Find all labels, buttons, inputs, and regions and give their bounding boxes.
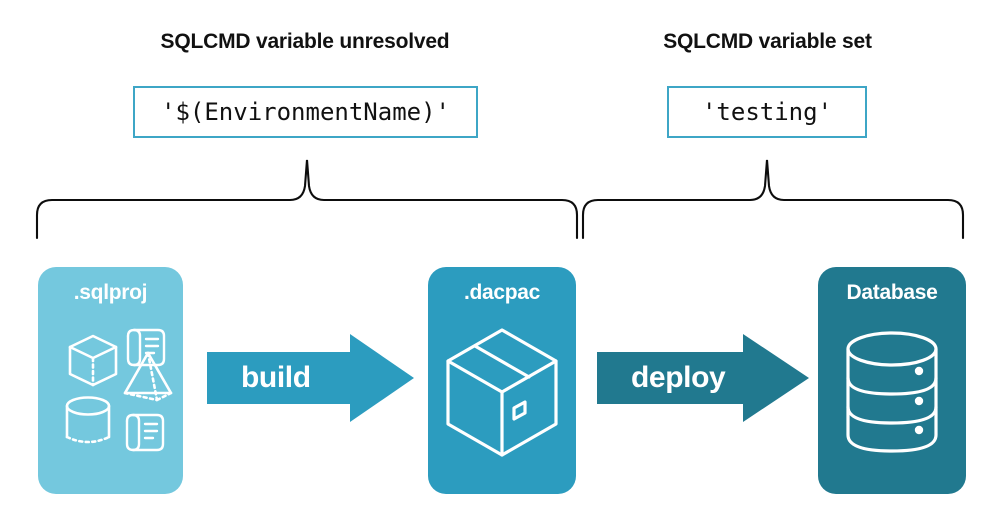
value-box-environment-name: '$(EnvironmentName)' bbox=[133, 86, 478, 138]
curly-brace-left-icon bbox=[35, 159, 579, 240]
package-box-icon bbox=[446, 328, 558, 457]
project-artifacts-icon bbox=[65, 328, 173, 452]
stage-label-sqlproj: .sqlproj bbox=[73, 281, 148, 304]
stage-label-database: Database bbox=[846, 281, 938, 304]
arrow-build: build bbox=[207, 334, 414, 422]
stage-box-sqlproj[interactable]: .sqlproj bbox=[38, 267, 183, 494]
stage-label-dacpac: .dacpac bbox=[463, 281, 541, 304]
stage-box-database[interactable]: Database bbox=[818, 267, 966, 494]
value-box-testing: 'testing' bbox=[667, 86, 867, 138]
group-title-sqlcmd-unresolved: SQLCMD variable unresolved bbox=[160, 30, 450, 53]
arrow-deploy-icon bbox=[597, 334, 809, 422]
curly-brace-right-icon bbox=[581, 159, 965, 240]
database-cylinder-icon bbox=[846, 331, 938, 453]
arrow-build-icon bbox=[207, 334, 414, 422]
arrow-deploy: deploy bbox=[597, 334, 809, 422]
arrow-label-deploy: deploy bbox=[631, 361, 726, 394]
stage-box-dacpac[interactable]: .dacpac bbox=[428, 267, 576, 494]
group-title-sqlcmd-set: SQLCMD variable set bbox=[663, 30, 872, 53]
arrow-label-build: build bbox=[241, 361, 311, 394]
